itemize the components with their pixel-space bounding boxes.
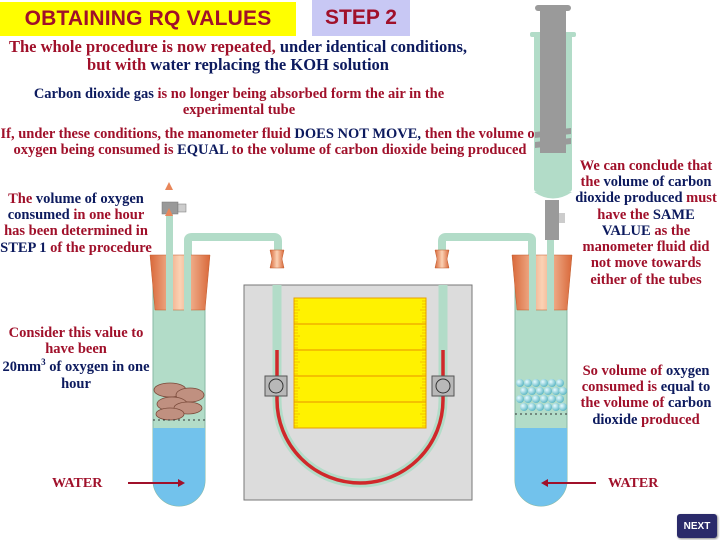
title-banner: OBTAINING RQ VALUES (0, 2, 296, 36)
woodlice-icon (153, 382, 205, 421)
water-label-left: WATER (52, 476, 103, 491)
right-stopper (511, 254, 573, 311)
page-title: OBTAINING RQ VALUES (24, 7, 272, 30)
intro-text: The whole procedure is now repeated, und… (8, 37, 468, 75)
manometer-board (243, 284, 473, 501)
syringe-icon (530, 5, 576, 240)
manometer-fluid (275, 350, 445, 485)
left-test-tube (149, 182, 211, 507)
step-banner: STEP 2 (312, 0, 410, 36)
glass-beads-icon (516, 379, 567, 411)
condition-note: If, under these conditions, the manomete… (0, 126, 540, 159)
water-label-right: WATER (608, 476, 659, 491)
step-label: STEP 2 (325, 6, 397, 29)
right-test-tube (511, 200, 573, 507)
next-button[interactable]: NEXT (677, 514, 717, 538)
so-note: So volume of oxygen consumed is equal to… (580, 363, 712, 428)
consider-note: Consider this value to have been 20mm3 o… (2, 325, 150, 392)
right-note: We can conclude that the volume of carbo… (575, 158, 717, 288)
co2-note: Carbon dioxide gas is no longer being ab… (33, 86, 445, 119)
left-note: The volume of oxygen consumed in one hou… (0, 191, 152, 256)
left-stopper (149, 254, 211, 311)
